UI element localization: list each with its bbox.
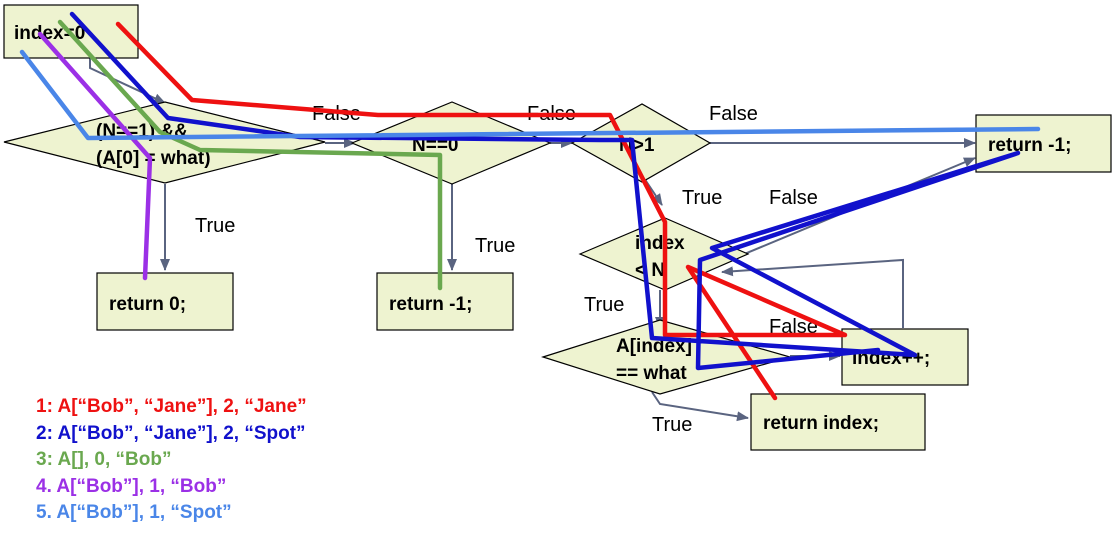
loop-condition-label-line1: index bbox=[635, 233, 685, 254]
n-greater-one-diamond bbox=[570, 103, 712, 183]
trace-4-purple bbox=[37, 31, 153, 281]
true-label-ngt1: True bbox=[682, 187, 722, 209]
false-label-ngt1: False bbox=[709, 103, 758, 125]
trace-1-red bbox=[115, 21, 848, 401]
arrow-match-true bbox=[651, 391, 749, 422]
arrow-inc-loopback bbox=[721, 258, 904, 328]
return-index-box bbox=[750, 393, 926, 451]
trace-5-lightblue bbox=[19, 49, 1041, 141]
legend-item-5: 5. A[“Bob”], 1, “Spot” bbox=[36, 502, 232, 523]
arrow-init-to-first bbox=[89, 57, 166, 104]
loop-condition-label-line2: < N bbox=[635, 260, 665, 281]
true-label-loop: True bbox=[584, 294, 624, 316]
return-neg1-right-box bbox=[975, 114, 1112, 173]
nodes bbox=[3, 4, 1112, 451]
legend-item-4: 4. A[“Bob”], 1, “Bob” bbox=[36, 475, 227, 497]
test-case-legend: 1: A[“Bob”, “Jane”], 2, “Jane” 2: A[“Bob… bbox=[36, 394, 307, 527]
return-index-label: return index; bbox=[763, 413, 879, 434]
connectors bbox=[89, 57, 976, 422]
true-label-n0: True bbox=[475, 235, 515, 257]
true-label-match: True bbox=[652, 414, 692, 436]
return-0-label: return 0; bbox=[109, 294, 186, 315]
trace-2-blue bbox=[69, 11, 1021, 371]
index-increment-box bbox=[841, 328, 969, 386]
trace-3-green bbox=[57, 19, 443, 291]
return-neg1-right-label: return -1; bbox=[988, 135, 1071, 156]
first-condition-label-line2: (A[0] = what) bbox=[96, 148, 211, 169]
legend-item-1: 1: A[“Bob”, “Jane”], 2, “Jane” bbox=[36, 396, 307, 417]
edge-labels: False False False True True True False T… bbox=[195, 103, 818, 436]
false-label-loop: False bbox=[769, 187, 818, 209]
execution-traces bbox=[19, 11, 1041, 401]
return-neg1-mid-label: return -1; bbox=[389, 294, 472, 315]
true-label-first: True bbox=[195, 215, 235, 237]
legend-item-2: 2: A[“Bob”, “Jane”], 2, “Spot” bbox=[36, 422, 306, 444]
false-label-match: False bbox=[769, 316, 818, 338]
return-neg1-mid-box bbox=[376, 272, 514, 331]
legend-item-3: 3: A[], 0, “Bob” bbox=[36, 449, 172, 470]
match-condition-label-line2: == what bbox=[616, 363, 687, 384]
return-0-box bbox=[96, 272, 234, 331]
